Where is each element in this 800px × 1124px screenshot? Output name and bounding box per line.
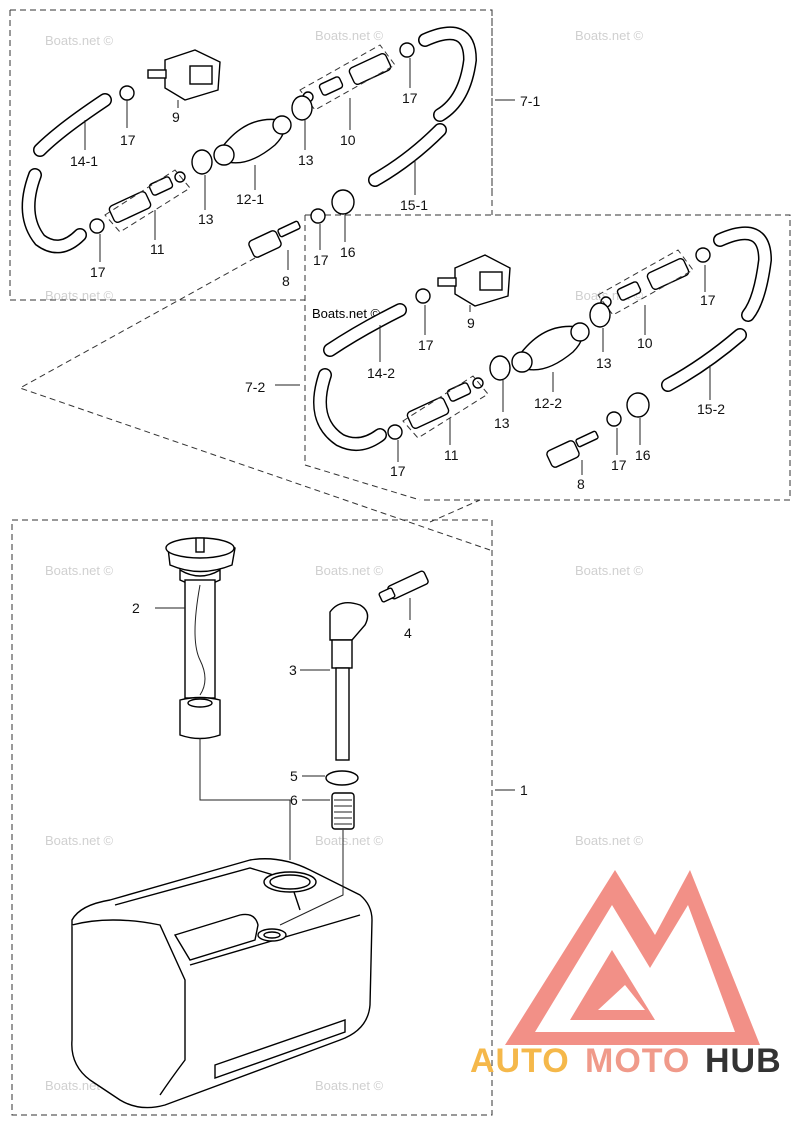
collar-16 [331,189,355,215]
callout-1: 1 [520,782,528,798]
callout-9: 9 [172,109,180,125]
callout-17: 17 [611,457,627,473]
nut-17 [695,247,711,263]
callout-7-2: 7-2 [245,379,265,395]
boats-mark: Boats.net © [312,306,381,321]
callout-7-1: 7-1 [520,93,540,109]
automotohub-logo: AUTO MOTO HUB [470,870,782,1080]
callout-17: 17 [402,90,418,106]
nut-17 [119,85,135,101]
primer-bulb-12-2 [511,322,590,373]
callout-3: 3 [289,662,297,678]
nut-17 [387,424,403,440]
callout-5: 5 [290,768,298,784]
nut-17 [89,218,105,234]
callout-15-1: 15-1 [400,197,428,213]
watermark: Boats.net © [575,563,644,578]
callout-13: 13 [596,355,612,371]
collar-13 [489,355,511,381]
callout-11: 11 [444,447,459,463]
watermark: Boats.net © [315,1078,384,1093]
callout-4: 4 [404,625,412,641]
pickup-tube-3 [329,602,369,761]
coupler-8 [248,220,301,258]
watermarks: Boats.net © Boats.net © Boats.net © Boat… [45,28,644,1093]
watermark: Boats.net © [575,833,644,848]
assembly-7-2: 9 17 17 14-2 10 13 7-2 12-2 15-2 13 11 1… [245,226,773,492]
watermark: Boats.net © [315,563,384,578]
callout-17: 17 [390,463,406,479]
primer-bulb-12-1 [213,115,292,166]
watermark: Boats.net © [315,833,384,848]
collar-13 [291,95,313,121]
callout-8: 8 [577,476,585,492]
collar-16 [626,392,650,418]
fuel-gauge-2 [165,537,236,740]
nut-17 [606,411,622,427]
callout-13: 13 [198,211,214,227]
nut-17 [310,208,326,224]
filter-6 [331,792,355,830]
nut-17 [415,288,431,304]
callout-13: 13 [298,152,314,168]
callout-6: 6 [290,792,298,808]
watermark: Boats.net © [45,288,114,303]
callout-17: 17 [700,292,716,308]
watermark: Boats.net © [45,33,114,48]
callout-12-2: 12-2 [534,395,562,411]
callout-8: 8 [282,273,290,289]
fuel-tank [71,858,373,1109]
watermark: Boats.net © [575,28,644,43]
callout-12-1: 12-1 [236,191,264,207]
fitting-11 [406,377,484,429]
nut-17 [399,42,415,58]
watermark: Boats.net © [45,563,114,578]
callout-10: 10 [637,335,653,351]
callout-17: 17 [120,132,136,148]
collar-13 [191,149,213,175]
callout-13: 13 [494,415,510,431]
elbow-fitting-4 [378,570,429,603]
callout-17: 17 [418,337,434,353]
callout-17: 17 [313,252,329,268]
box-7-2 [304,214,791,501]
box-tank [11,519,493,1116]
connector-9 [147,49,221,101]
callout-9: 9 [467,315,475,331]
callout-17: 17 [90,264,106,280]
fitting-10 [302,53,392,103]
callout-14-1: 14-1 [70,153,98,169]
callout-16: 16 [635,447,651,463]
logo-text-hub: HUB [705,1042,782,1080]
callout-14-2: 14-2 [367,365,395,381]
callout-15-2: 15-2 [697,401,725,417]
callout-11: 11 [150,241,165,257]
watermark: Boats.net © [45,833,114,848]
logo-text-auto: AUTO [470,1042,570,1080]
callout-16: 16 [340,244,356,260]
callout-2: 2 [132,600,140,616]
tank-assembly-1: 2 4 3 5 6 1 [71,537,528,1109]
watermark: Boats.net © [315,28,384,43]
coupler-8 [546,430,599,468]
o-ring-5 [325,770,359,786]
logo-text-moto: MOTO [585,1042,690,1080]
assembly-7-1: 9 17 17 10 14-1 13 12-1 13 15-1 11 17 8 … [21,26,540,289]
collar-13 [589,302,611,328]
fitting-11 [108,171,186,223]
callout-10: 10 [340,132,356,148]
connector-9 [437,254,511,307]
assembly-link-2 [429,499,481,523]
